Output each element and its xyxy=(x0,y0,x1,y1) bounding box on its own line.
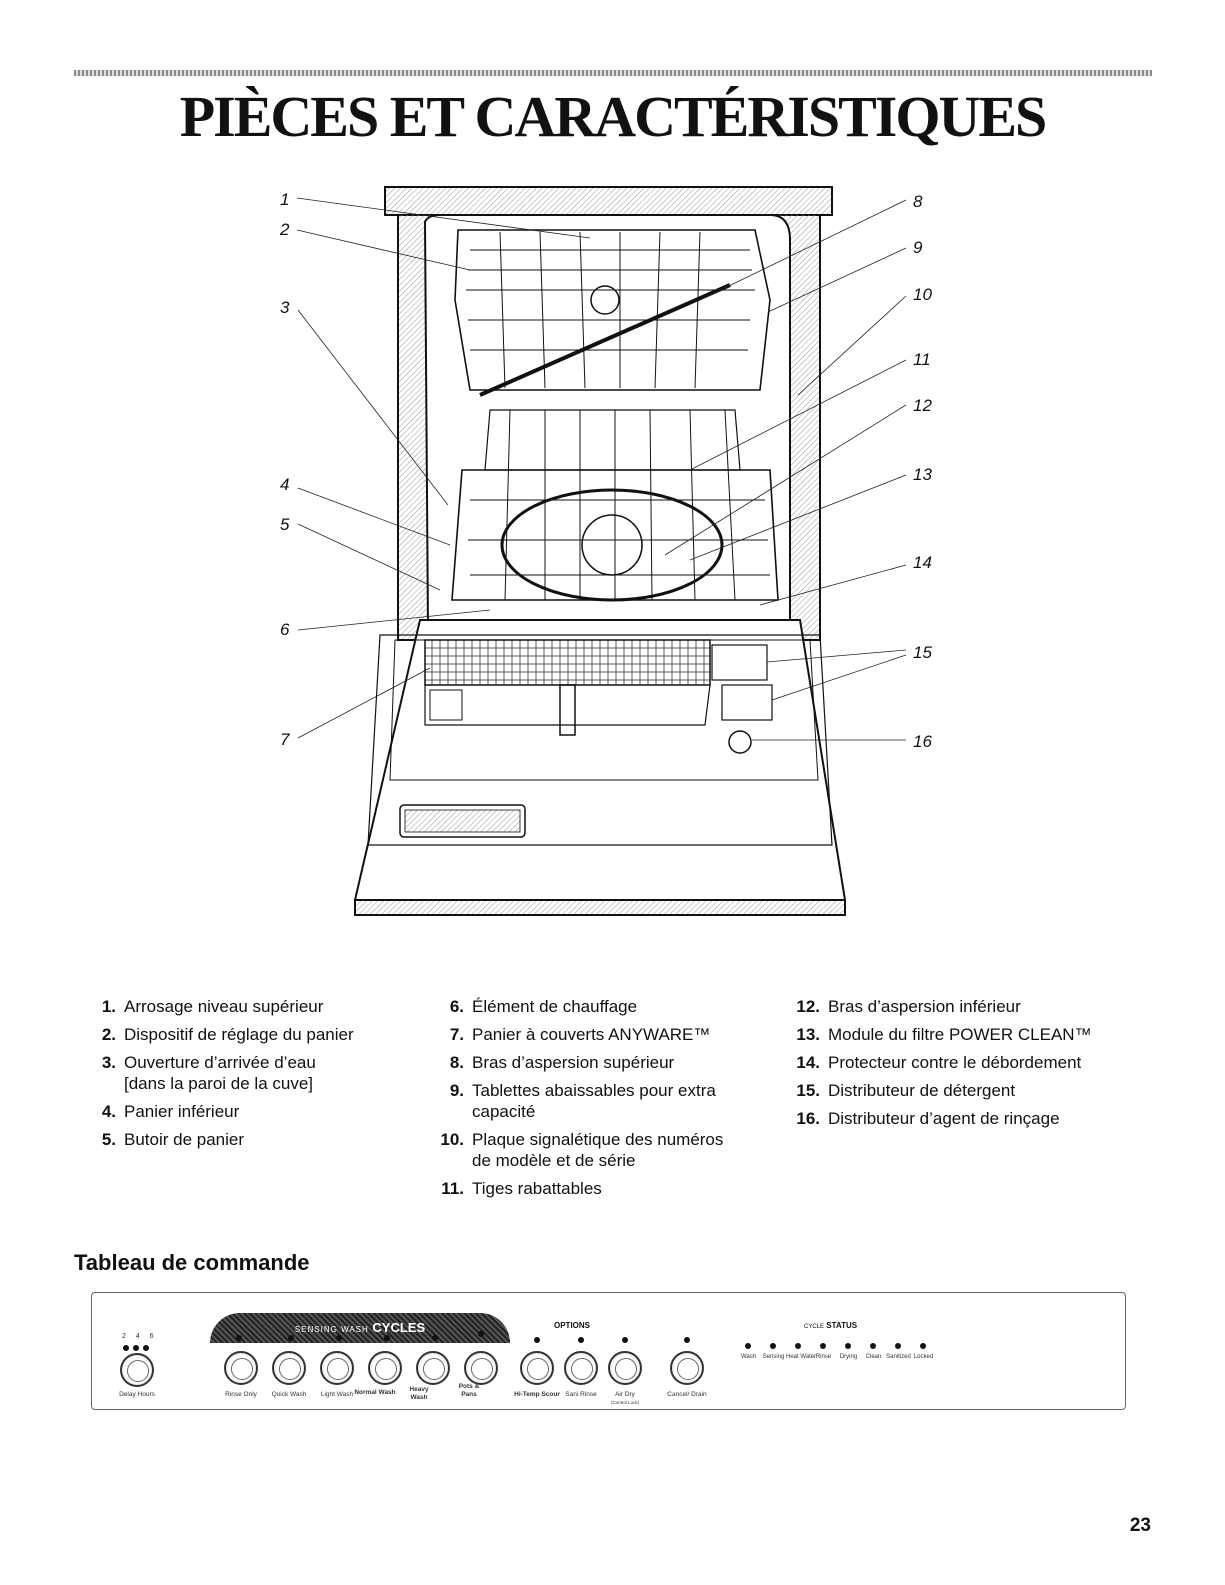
status-header: CYCLE STATUS xyxy=(804,1321,858,1330)
parts-list-col2: 6.Élément de chauffage 7.Panier à couver… xyxy=(434,996,764,1206)
option-indicator xyxy=(534,1337,540,1343)
cycle-label: Light Wash xyxy=(320,1391,354,1398)
callout-13: 13 xyxy=(913,465,932,484)
callout-10: 10 xyxy=(913,285,932,304)
callout-15: 15 xyxy=(913,643,932,662)
callout-14: 14 xyxy=(913,553,932,572)
option-label: Sani Rinse xyxy=(565,1391,597,1398)
option-indicator xyxy=(622,1337,628,1343)
delay-indicator xyxy=(133,1345,139,1351)
list-item: 11.Tiges rabattables xyxy=(441,1179,602,1198)
option-label: Air Dry(Control Lock) xyxy=(610,1391,640,1405)
cycle-button-quick-wash[interactable] xyxy=(272,1351,306,1385)
delay-indicator xyxy=(123,1345,129,1351)
status-light-locked xyxy=(920,1343,926,1349)
parts-list-col1: 1.Arrosage niveau supérieur 2.Dispositif… xyxy=(86,996,386,1157)
cycle-label: Normal Wash xyxy=(354,1389,396,1396)
option-label: Cancel/ Drain xyxy=(667,1391,707,1398)
status-light-sanitized xyxy=(895,1343,901,1349)
list-item: 12.Bras d’aspersion inférieur xyxy=(796,997,1021,1016)
cycle-button-normal-wash[interactable] xyxy=(368,1351,402,1385)
status-light-rinse xyxy=(820,1343,826,1349)
callout-3: 3 xyxy=(280,298,290,317)
option-button-air-dry[interactable] xyxy=(608,1351,642,1385)
cycle-button-rinse-only[interactable] xyxy=(224,1351,258,1385)
list-item: 2.Dispositif de réglage du panier xyxy=(101,1025,354,1044)
cycle-indicator xyxy=(432,1335,438,1341)
dishwasher-body xyxy=(353,186,847,916)
page-title: PIÈCES ET CARACTÉRISTIQUES xyxy=(179,84,1048,149)
list-item: 7.Panier à couverts ANYWARE™ xyxy=(449,1025,711,1044)
callout-11: 11 xyxy=(913,350,931,369)
control-panel-title: Tableau de commande xyxy=(74,1250,310,1275)
callout-5: 5 xyxy=(280,515,290,534)
parts-list-col3: 12.Bras d’aspersion inférieur 13.Module … xyxy=(790,996,1150,1136)
list-item: 15.Distributeur de détergent xyxy=(796,1081,1016,1100)
delay-hours-numbers: 2 4 6 xyxy=(122,1333,158,1340)
cycle-button-light-wash[interactable] xyxy=(320,1351,354,1385)
cycle-button-pots-pans[interactable] xyxy=(464,1351,498,1385)
option-indicator xyxy=(684,1337,690,1343)
delay-hours-label: Delay Hours xyxy=(119,1391,155,1398)
callout-8: 8 xyxy=(913,192,923,211)
cycles-header: SENSING WASH CYCLES xyxy=(210,1313,510,1343)
callout-6: 6 xyxy=(280,620,290,639)
cycle-label: Rinse Only xyxy=(225,1391,257,1398)
status-light-sensing xyxy=(770,1343,776,1349)
option-label: Hi-Temp Scour xyxy=(514,1391,560,1398)
delay-hours-button[interactable] xyxy=(120,1353,154,1387)
list-item: 16.Distributeur d’agent de rinçage xyxy=(796,1109,1060,1128)
list-item: 1.Arrosage niveau supérieur xyxy=(101,997,324,1016)
cycle-label: Heavy Wash xyxy=(409,1386,429,1401)
callout-12: 12 xyxy=(913,396,932,415)
callout-1: 1 xyxy=(280,190,290,209)
option-indicator xyxy=(578,1337,584,1343)
cycle-indicator xyxy=(336,1335,342,1341)
callout-7: 7 xyxy=(280,730,290,749)
status-light-wash xyxy=(745,1343,751,1349)
list-item: 5.Butoir de panier xyxy=(101,1130,245,1149)
status-light-drying xyxy=(845,1343,851,1349)
list-item: 4.Panier inférieur xyxy=(101,1102,240,1121)
page-number: 23 xyxy=(1129,1515,1151,1536)
option-button-sani-rinse[interactable] xyxy=(564,1351,598,1385)
cycle-button-heavy-wash[interactable] xyxy=(416,1351,450,1385)
cycle-indicator xyxy=(236,1335,242,1341)
option-button-cancel-drain[interactable] xyxy=(670,1351,704,1385)
status-light-clean xyxy=(870,1343,876,1349)
cycle-label: Pots & Pans xyxy=(458,1383,480,1398)
cycle-indicator xyxy=(478,1331,484,1337)
cycle-indicator xyxy=(288,1335,294,1341)
cycle-label: Quick Wash xyxy=(271,1391,307,1398)
callout-9: 9 xyxy=(913,238,923,257)
list-item: 14.Protecteur contre le débordement xyxy=(796,1053,1082,1072)
option-button-hi-temp-scour[interactable] xyxy=(520,1351,554,1385)
list-item: 9.Tablettes abaissables pour extra capac… xyxy=(449,1081,716,1121)
callout-leaders xyxy=(296,197,907,741)
cycle-indicator xyxy=(384,1335,390,1341)
options-header: OPTIONS xyxy=(554,1321,591,1330)
callout-2: 2 xyxy=(280,220,290,239)
list-item: 13.Module du filtre POWER CLEAN™ xyxy=(796,1025,1092,1044)
top-rule xyxy=(74,70,1152,76)
list-item: 8.Bras d’aspersion supérieur xyxy=(449,1053,675,1072)
list-item: 3.Ouverture d’arrivée d’eau [dans la par… xyxy=(101,1053,316,1093)
callout-16: 16 xyxy=(913,732,932,751)
delay-indicator xyxy=(143,1345,149,1351)
list-item: 10.Plaque signalétique des numéros de mo… xyxy=(440,1130,724,1170)
list-item: 6.Élément de chauffage xyxy=(449,997,638,1016)
dishwasher-diagram xyxy=(296,186,907,916)
status-light-heat-water xyxy=(795,1343,801,1349)
control-panel: 2 4 6 Delay Hours SENSING WASH CYCLES Ri… xyxy=(91,1292,1126,1410)
callout-4: 4 xyxy=(280,475,290,494)
